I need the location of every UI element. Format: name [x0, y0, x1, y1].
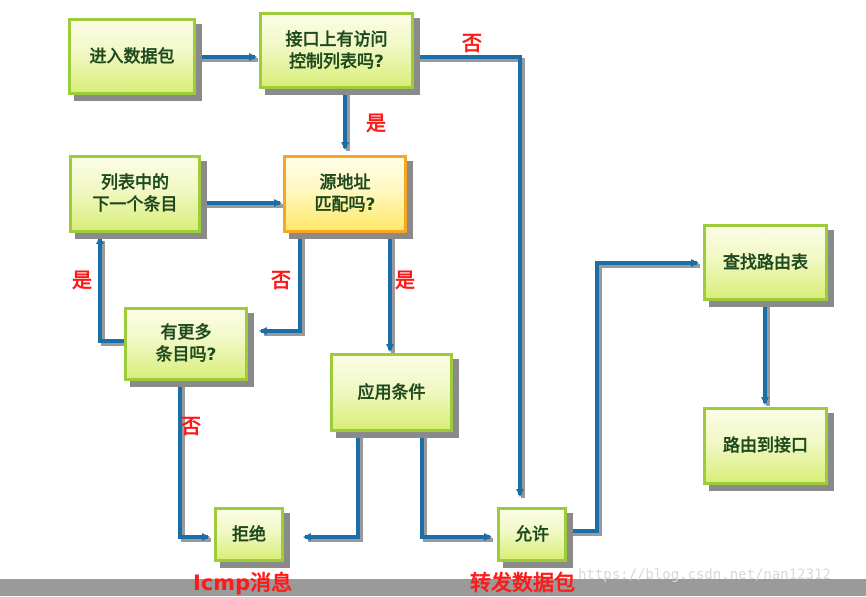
node-permit: 允许 — [497, 507, 567, 562]
edge-apply-to-permit — [420, 432, 492, 541]
node-source-match: 源地址 匹配吗? — [283, 155, 407, 233]
node-acl-on-interface: 接口上有访问 控制列表吗? — [259, 12, 414, 89]
node-deny: 拒绝 — [214, 507, 284, 562]
node-next-entry: 列表中的 下一个条目 — [69, 155, 201, 233]
label-acl-yes: 是 — [366, 111, 386, 135]
node-route-to-interface: 路由到接口 — [703, 407, 828, 485]
footer-bar — [0, 579, 866, 596]
node-more-entries: 有更多 条目吗? — [124, 307, 248, 381]
edge-more-no-to-deny — [178, 380, 210, 541]
label-match-no: 否 — [271, 268, 291, 292]
edge-match-no-to-more — [259, 233, 302, 335]
edge-more-yes-to-next — [96, 236, 125, 343]
caption-forward: 转发数据包 — [470, 571, 575, 595]
node-lookup-route: 查找路由表 — [703, 224, 828, 301]
edge-apply-to-deny — [303, 432, 360, 541]
node-apply-condition: 应用条件 — [330, 353, 453, 432]
label-match-yes: 是 — [395, 268, 415, 292]
edge-permit-to-lookup — [568, 259, 699, 533]
caption-icmp: Icmp消息 — [193, 571, 293, 595]
label-acl-no: 否 — [462, 31, 482, 55]
watermark: https://blog.csdn.net/nan12312 — [578, 567, 831, 583]
label-more-yes: 是 — [72, 268, 92, 292]
node-enter-packet: 进入数据包 — [68, 18, 196, 95]
label-more-no: 否 — [181, 414, 201, 438]
edge-acl-no-to-permit — [415, 55, 524, 497]
